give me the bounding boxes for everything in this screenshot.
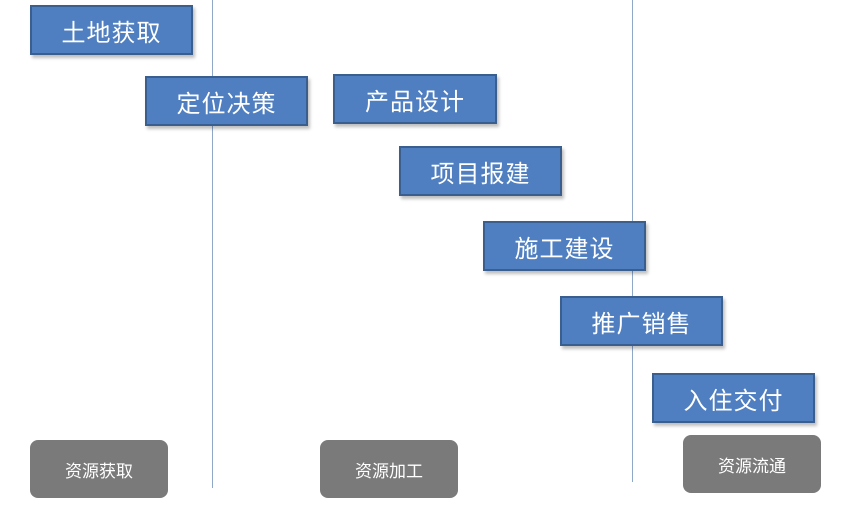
step-label: 施工建设 xyxy=(514,234,615,263)
step-marketing-sales: 推广销售 xyxy=(560,296,723,346)
step-product-design: 产品设计 xyxy=(333,74,497,124)
phase-resource-processing: 资源加工 xyxy=(320,440,458,498)
step-project-approval: 项目报建 xyxy=(399,146,562,196)
phase-label: 资源流通 xyxy=(718,456,786,477)
step-label: 产品设计 xyxy=(365,87,465,116)
phase-label: 资源获取 xyxy=(65,461,133,482)
phase-resource-circulation: 资源流通 xyxy=(683,435,821,493)
step-positioning-decision: 定位决策 xyxy=(145,76,308,126)
step-label: 入住交付 xyxy=(683,386,784,415)
step-label: 定位决策 xyxy=(176,89,277,118)
step-label: 土地获取 xyxy=(61,18,162,47)
step-label: 推广销售 xyxy=(591,309,692,338)
step-construction: 施工建设 xyxy=(483,221,646,271)
step-label: 项目报建 xyxy=(430,159,531,188)
phase-divider-1 xyxy=(212,0,213,488)
phase-label: 资源加工 xyxy=(355,461,423,482)
step-land-acquisition: 土地获取 xyxy=(30,5,193,55)
step-move-in-delivery: 入住交付 xyxy=(652,373,815,423)
phase-resource-acquisition: 资源获取 xyxy=(30,440,168,498)
